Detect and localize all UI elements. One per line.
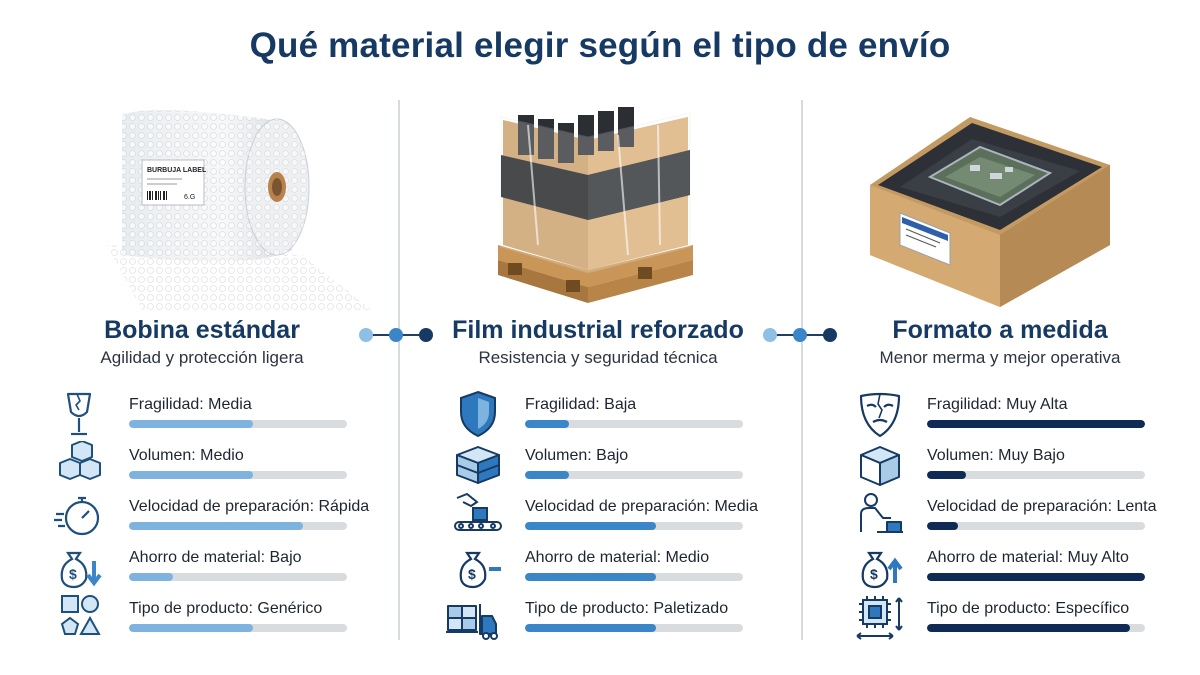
metric-bar	[927, 420, 1145, 428]
metric-label: Ahorro de material: Medio	[525, 549, 710, 566]
metric-speed: Velocidad de preparación: Rápida	[2, 496, 402, 546]
metric-fragility: Fragilidad: Muy Alta	[800, 392, 1200, 444]
metric-label: Tipo de producto: Genérico	[129, 600, 323, 617]
metric-product: Tipo de producto: Específico	[800, 596, 1200, 648]
metric-volume: Volumen: Bajo	[398, 446, 798, 495]
metric-bar	[525, 624, 743, 632]
broken-glass-icon	[66, 392, 92, 436]
metric-label: Fragilidad: Baja	[525, 396, 637, 413]
column-divider	[801, 100, 803, 640]
metric-label: Tipo de producto: Específico	[927, 600, 1130, 617]
metric-bar	[129, 522, 347, 530]
metric-label: Tipo de producto: Paletizado	[525, 600, 729, 617]
stacked-boxes-icon	[59, 441, 101, 480]
money-bag-icon: $	[459, 551, 501, 589]
column-formato: Formato a medida Menor merma y mejor ope…	[800, 0, 1200, 675]
column-subtitle: Resistencia y seguridad técnica	[478, 348, 718, 367]
metric-bar-fill	[129, 573, 173, 581]
metric-bar	[129, 624, 347, 632]
box-icon	[860, 446, 900, 486]
connector-dots	[763, 328, 837, 342]
metric-bar-fill	[129, 420, 254, 428]
metric-product: Tipo de producto: Paletizado	[398, 600, 798, 648]
metric-fragility: Fragilidad: Baja	[398, 390, 798, 444]
metric-label: Velocidad de preparación: Rápida	[129, 498, 370, 515]
metric-bar	[525, 522, 743, 530]
metric-savings: $ Ahorro de material: Medio	[398, 549, 798, 597]
svg-text:$: $	[69, 566, 77, 582]
column-title: Bobina estándar	[104, 316, 300, 344]
column-title: Film industrial reforzado	[452, 316, 744, 344]
connector-dots	[359, 328, 433, 342]
column-subtitle: Agilidad y protección ligera	[100, 348, 304, 367]
forklift-icon	[446, 604, 498, 640]
bubble-wrap-roll-image: BURBUJA LABEL 6.G	[2, 95, 402, 310]
metric-speed: Velocidad de preparación: Lenta	[800, 493, 1200, 546]
shield-icon	[460, 390, 496, 438]
metric-label: Ahorro de material: Muy Alto	[927, 549, 1129, 566]
svg-text:$: $	[870, 566, 878, 582]
roll-label-symbol: 6.G	[184, 194, 195, 201]
metric-bar-fill	[129, 522, 304, 530]
metric-bar-fill	[927, 573, 1145, 581]
metric-bar-fill	[525, 624, 656, 632]
metric-bar	[525, 471, 743, 479]
metric-label: Ahorro de material: Bajo	[129, 549, 302, 566]
shapes-icon	[60, 595, 101, 635]
metric-bar-fill	[129, 624, 254, 632]
metric-bar-fill	[525, 522, 656, 530]
metric-bar	[927, 471, 1145, 479]
metric-volume: Volumen: Medio	[2, 441, 402, 495]
metric-label: Volumen: Medio	[129, 447, 244, 464]
column-title: Formato a medida	[892, 316, 1108, 344]
metric-speed: Velocidad de preparación: Media	[398, 492, 798, 546]
column-subtitle: Menor merma y mejor operativa	[879, 348, 1121, 367]
metric-bar-fill	[927, 522, 958, 530]
column-bobina: BURBUJA LABEL 6.G Bobina estándar Agilid…	[2, 0, 402, 675]
metric-bar-fill	[525, 573, 656, 581]
chip-measure-icon	[856, 596, 903, 640]
svg-text:$: $	[468, 566, 476, 582]
metric-bar-fill	[129, 471, 254, 479]
wrapped-box-icon	[456, 446, 500, 484]
metric-fragility: Fragilidad: Media	[2, 392, 402, 444]
metric-label: Fragilidad: Muy Alta	[927, 396, 1068, 413]
metric-label: Volumen: Muy Bajo	[927, 447, 1065, 464]
conveyor-hand-icon	[454, 492, 502, 531]
metric-bar	[927, 522, 1145, 530]
page-title: Qué material elegir según el tipo de env…	[249, 26, 951, 65]
metric-bar	[525, 420, 743, 428]
money-bag-up-icon: $	[861, 551, 903, 589]
metric-bar	[927, 624, 1145, 632]
metric-volume: Volumen: Muy Bajo	[800, 446, 1200, 495]
metric-product: Tipo de producto: Genérico	[2, 595, 402, 648]
metric-bar	[129, 420, 347, 428]
metric-label: Fragilidad: Media	[129, 396, 252, 413]
metric-savings: $ Ahorro de material: Bajo	[2, 549, 402, 597]
metric-bar-fill	[525, 471, 569, 479]
metric-label: Velocidad de preparación: Lenta	[927, 498, 1157, 515]
mask-icon	[859, 392, 901, 438]
metric-label: Volumen: Bajo	[525, 447, 629, 464]
metric-bar	[129, 471, 347, 479]
metric-bar	[927, 573, 1145, 581]
wrapped-pallet-image	[398, 95, 798, 310]
metric-bar-fill	[927, 471, 967, 479]
metric-bar-fill	[927, 624, 1130, 632]
roll-label-text: BURBUJA LABEL	[147, 167, 207, 174]
metric-bar	[129, 573, 347, 581]
column-film: Film industrial reforzado Resistencia y …	[398, 0, 798, 675]
custom-foam-box-image	[800, 95, 1200, 310]
column-divider	[398, 100, 400, 640]
metric-bar-fill	[927, 420, 1145, 428]
metric-savings: $ Ahorro de material: Muy Alto	[800, 549, 1200, 597]
metric-label: Velocidad de preparación: Media	[525, 498, 759, 515]
worker-desk-icon	[860, 493, 903, 533]
stopwatch-icon	[54, 496, 100, 536]
metric-bar-fill	[525, 420, 569, 428]
money-bag-down-icon: $	[60, 551, 102, 589]
metric-bar	[525, 573, 743, 581]
